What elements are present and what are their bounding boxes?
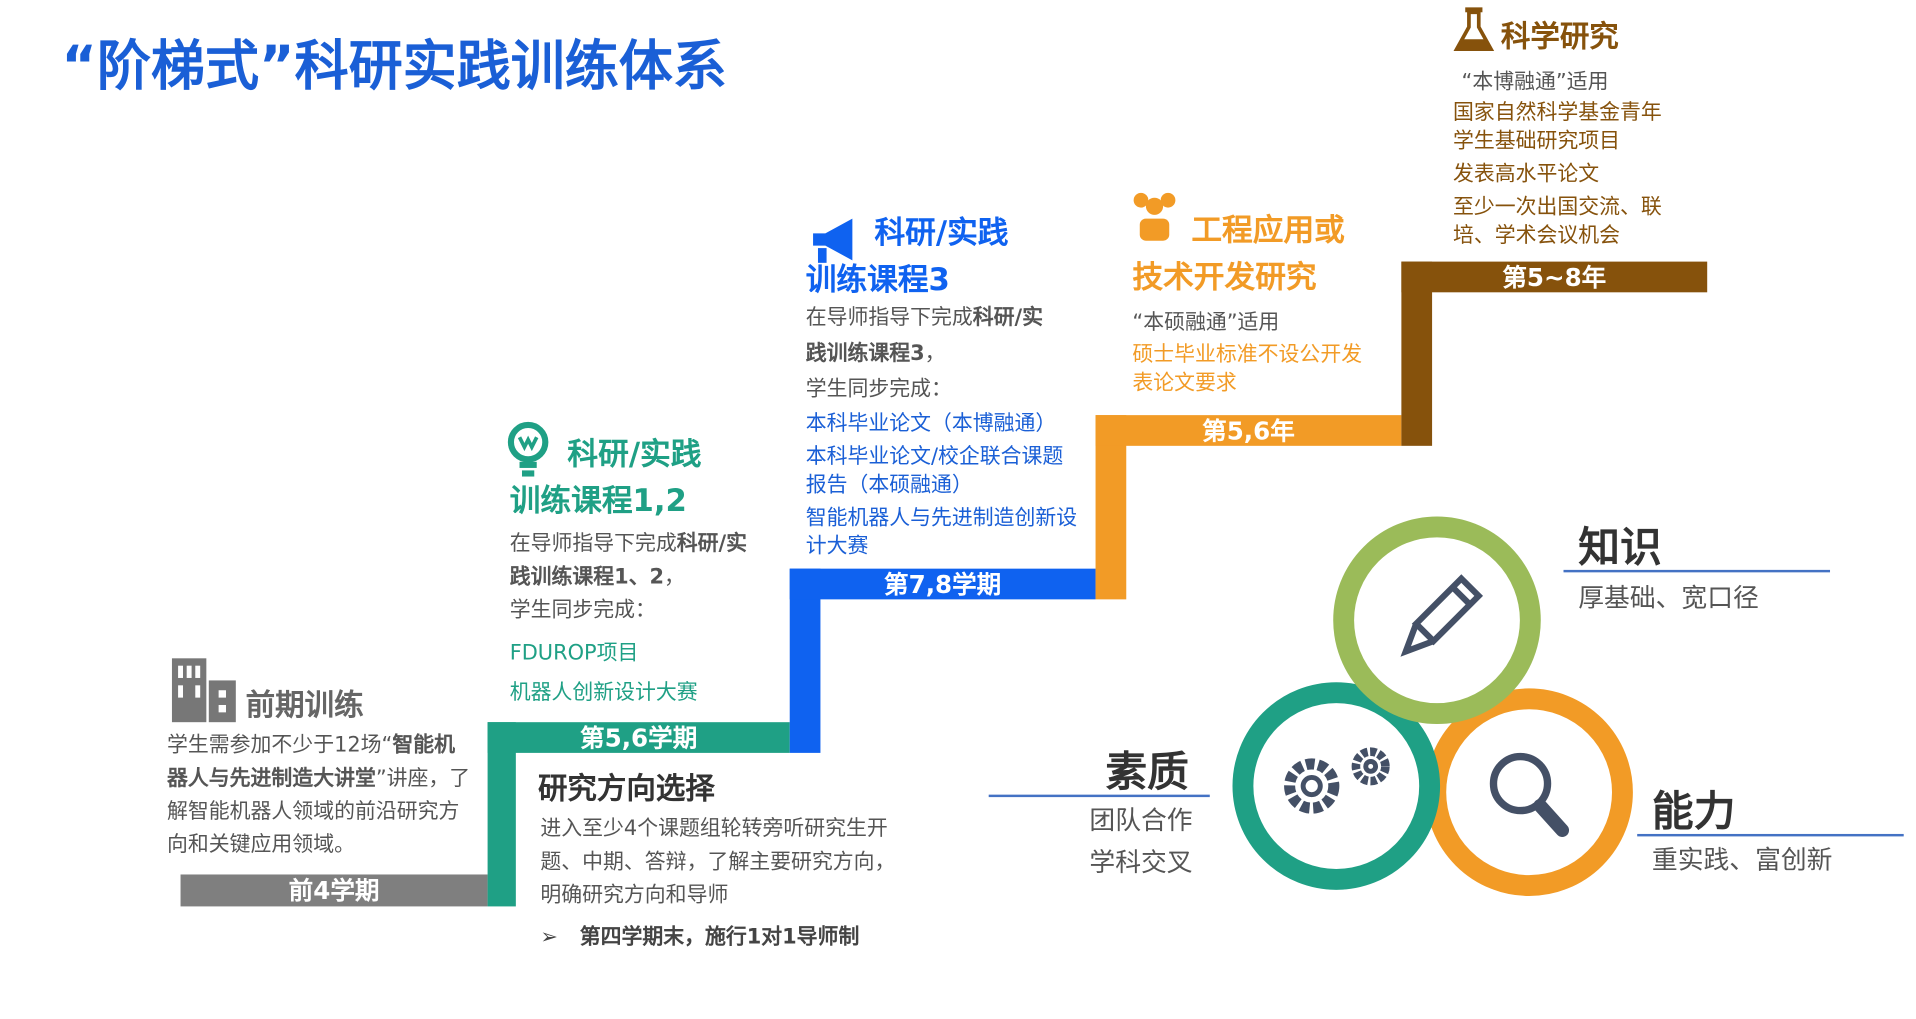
direction-bullet-text: 第四学期末，施行1对1导师制 (579, 924, 860, 950)
course12-heading1: 科研/实践 (567, 436, 702, 472)
science-heading: 科学研究 (1500, 19, 1619, 55)
ability-desc: 重实践、富创新 (1651, 845, 1833, 875)
engineering-heading1: 工程应用或 (1191, 212, 1345, 249)
period-course12: 第5,6学期 (487, 722, 790, 753)
pre-text-c: ”讲座，了解智能机器人领域的前沿研究方向和关键应用领域。 (167, 766, 471, 858)
science-item: 发表高水平论文 (1452, 162, 1600, 187)
building-icon (171, 658, 236, 723)
engineering-applies: “本硕融通”适用 (1132, 310, 1280, 336)
pencil-icon (1400, 574, 1484, 657)
course12-item: 机器人创新设计大赛 (509, 680, 698, 705)
science-applies: “本博融通”适用 (1461, 70, 1609, 95)
period-engineering: 第5,6年 (1095, 415, 1402, 446)
period-course3: 第7,8学期 (789, 568, 1096, 600)
course12-text-bold: 科研/实践训练课程1、2 (509, 531, 748, 590)
course3-item: 本科毕业论文（本博融通） (805, 411, 1057, 437)
course3-item: 智能机器人与先进制造创新设计大赛 (805, 506, 1078, 559)
course12-text-d: 学生同步完成： (509, 598, 656, 623)
ability-title: 能力 (1651, 787, 1736, 837)
engineering-note: 硕士毕业标准不设公开发表论文要求 (1132, 342, 1363, 396)
pre-text-a: 学生需参加不少于12场“ (167, 733, 393, 758)
course3-heading1: 科研/实践 (874, 214, 1009, 251)
stair-brown-riser (1401, 261, 1433, 446)
knowledge-title: 知识 (1578, 523, 1662, 573)
knowledge-underline (1563, 569, 1831, 573)
magnifier-icon (1489, 752, 1570, 838)
quality-underline (988, 794, 1210, 798)
page-title: “阶梯式”科研实践训练体系 (61, 35, 727, 99)
direction-bullet: ➢ 第四学期末，施行1对1导师制 (540, 919, 859, 950)
engineering-heading2: 技术开发研究 (1132, 259, 1317, 295)
course3-text: 在导师指导下完成科研/实践训练课程3， 学生同步完成： (806, 301, 1058, 408)
quality-desc1: 团队合作 (1089, 805, 1193, 836)
course3-text-d: 学生同步完成： (805, 377, 952, 402)
science-item: 至少一次出国交流、联培、学术会议机会 (1452, 195, 1662, 249)
people-icon (1133, 192, 1176, 241)
rings-graphic (1232, 516, 1633, 896)
ability-underline (1637, 833, 1904, 837)
period-science: 第5~8年 (1401, 261, 1708, 293)
course12-item: FDUROP项目 (509, 641, 639, 666)
course3-item: 本科毕业论文/校企联合课题报告（本硕融通） (805, 444, 1064, 498)
direction-heading: 研究方向选择 (537, 771, 715, 806)
course12-text: 在导师指导下完成科研/实践训练课程1、2， 学生同步完成： (510, 528, 749, 627)
gears-icon (1284, 747, 1390, 814)
pre-text-bold: 智能机器人与先进制造大讲堂 (167, 733, 455, 791)
direction-text: 进入至少4个课题组轮转旁听研究生开题、中期、答辩，了解主要研究方向，明确研究方向… (540, 816, 896, 908)
quality-desc2: 学科交叉 (1089, 847, 1193, 877)
course12-heading2: 训练课程1,2 (509, 482, 687, 519)
period-pre: 前4学期 (180, 874, 488, 907)
course3-heading2: 训练课程3 (805, 261, 950, 298)
pre-text: 学生需参加不少于12场“智能机器人与先进制造大讲堂”讲座，了解智能机器人领域的前… (167, 730, 474, 863)
course12-text-a: 在导师指导下完成 (509, 531, 677, 557)
flask-icon (1453, 7, 1495, 51)
knowledge-desc: 厚基础、宽口径 (1578, 583, 1759, 613)
course3-text-bold: 科研/实践训练课程3 (805, 305, 1044, 367)
course3-text-c: ， (924, 341, 946, 367)
science-item: 国家自然科学基金青年学生基础研究项目 (1452, 100, 1662, 154)
course12-text-c: ， (664, 564, 685, 590)
pre-heading: 前期训练 (245, 687, 364, 723)
lightbulb-icon (507, 421, 549, 477)
quality-title: 素质 (1105, 747, 1189, 798)
course3-text-a: 在导师指导下完成 (805, 305, 973, 331)
arrow-bullet-icon: ➢ (540, 924, 580, 950)
stair-orange-riser (1095, 415, 1127, 600)
ability-ring (1425, 688, 1633, 896)
knowledge-ring (1333, 516, 1541, 725)
megaphone-icon (813, 218, 853, 263)
